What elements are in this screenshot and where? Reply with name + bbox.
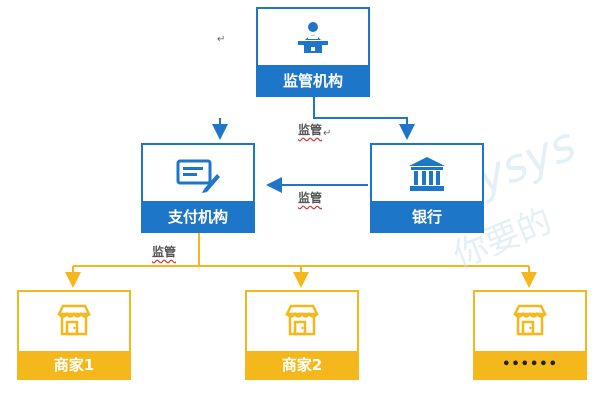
bank-building-icon — [372, 155, 482, 193]
edge-label-bank-payment: 监管 — [298, 191, 323, 205]
storefront-icon — [19, 304, 129, 336]
node-merchant-more-label: •••••• — [475, 351, 585, 378]
node-payment[interactable]: 支付机构 — [141, 143, 255, 233]
paragraph-mark: ↵ — [323, 128, 332, 139]
node-regulator[interactable]: 监管机构 — [256, 7, 370, 97]
node-bank-label: 银行 — [372, 201, 482, 231]
node-merchant-1-label: 商家1 — [19, 351, 129, 378]
official-at-podium-icon — [258, 19, 368, 55]
storefront-icon — [247, 304, 357, 336]
node-merchant-2[interactable]: 商家2 — [245, 290, 359, 380]
paragraph-mark: ↵ — [217, 34, 226, 45]
storefront-icon — [475, 304, 585, 336]
node-merchant-more[interactable]: •••••• — [473, 290, 587, 380]
edge-regulator-to-bank — [313, 96, 415, 140]
node-merchant-2-label: 商家2 — [247, 351, 357, 378]
edge-label-payment-merchants: 监管 — [152, 245, 177, 259]
edge-label-regulator-bank: 监管 — [298, 123, 323, 137]
node-payment-label: 支付机构 — [143, 201, 253, 231]
node-merchant-1[interactable]: 商家1 — [17, 290, 131, 380]
node-regulator-label: 监管机构 — [258, 65, 368, 95]
payment-card-pen-icon — [143, 157, 253, 193]
node-bank[interactable]: 银行 — [370, 143, 484, 233]
